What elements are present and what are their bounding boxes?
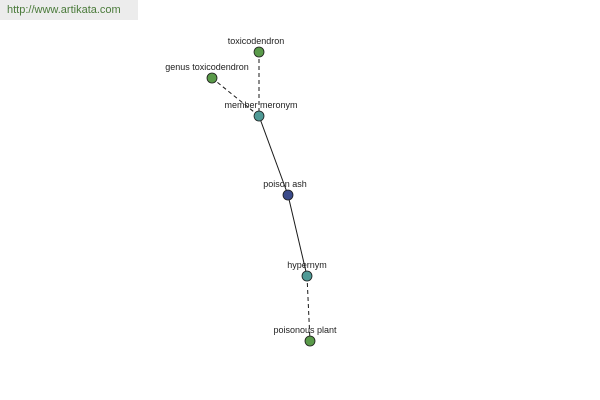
node-marker-member-meronym[interactable] [253,110,265,122]
node-label-poison-ash: poison ash [263,179,307,189]
node-marker-genus-toxicodendron[interactable] [206,72,218,84]
watermark: http://www.artikata.com [0,0,138,20]
node-member-meronym[interactable]: member meronym [224,100,298,122]
node-marker-toxicodendron[interactable] [253,46,265,58]
node-label-hypernym: hypernym [287,260,327,270]
node-marker-poison-ash[interactable] [282,189,294,201]
nodes-layer: toxicodendron genus toxicodendron member m… [165,36,337,347]
node-poison-ash[interactable]: poison ash [263,179,307,201]
watermark-text: http://www.artikata.com [7,4,121,16]
edge-hypernym-to-poisonous-plant [306,275,311,342]
node-label-member-meronym: member meronym [224,100,297,110]
edge-genus-toxicodendron-to-member-meronym [211,77,260,117]
node-marker-hypernym[interactable] [301,270,313,282]
node-label-poisonous-plant: poisonous plant [273,325,337,335]
edge-poison-ash-to-hypernym [287,194,308,277]
edges-layer [211,52,311,342]
node-label-genus-toxicodendron: genus toxicodendron [165,62,249,72]
node-poisonous-plant[interactable]: poisonous plant [273,325,337,347]
edge-member-meronym-to-poison-ash [258,115,289,196]
node-marker-poisonous-plant[interactable] [304,335,316,347]
node-label-toxicodendron: toxicodendron [228,36,285,46]
node-hypernym[interactable]: hypernym [287,260,327,282]
node-toxicodendron[interactable]: toxicodendron [228,36,285,58]
node-genus-toxicodendron[interactable]: genus toxicodendron [165,62,249,84]
